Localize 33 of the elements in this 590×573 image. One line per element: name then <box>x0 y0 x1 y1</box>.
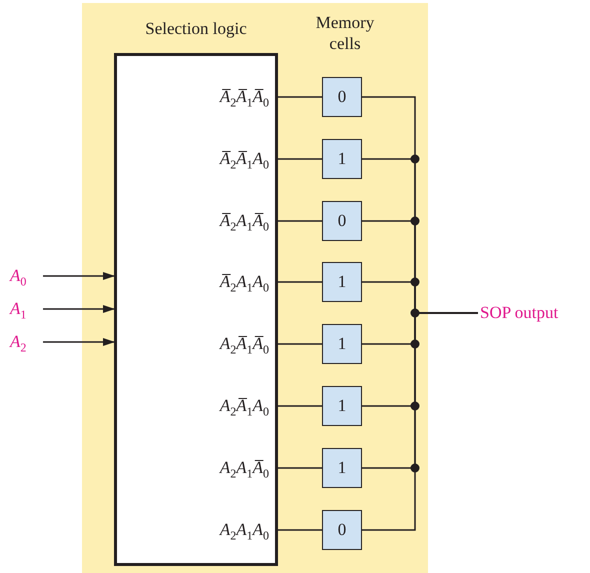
memory-cell: 0 <box>322 201 362 241</box>
connector-line <box>278 405 322 407</box>
input-label: A$_{1}$ <box>10 298 40 320</box>
connector-line <box>278 158 322 160</box>
block-heading: Selection logic <box>144 19 248 39</box>
product-term: A$_{2}$A$_{1}$A$_{0}$ <box>120 518 278 542</box>
connector-line <box>278 529 322 531</box>
connector-line <box>278 343 322 345</box>
output-label: SOP output <box>480 302 590 324</box>
connector-line <box>278 96 322 98</box>
product-term: A$_{2}$A̅$_{1}$A$_{0}$ <box>120 394 278 418</box>
connector-line <box>278 281 322 283</box>
memory-cell: 1 <box>322 386 362 426</box>
product-term: A$_{2}$A$_{1}$A̅$_{0}$ <box>120 456 278 480</box>
memory-cell: 0 <box>322 510 362 550</box>
memory-cell: 1 <box>322 139 362 179</box>
product-term: A$_{2}$A̅$_{1}$A̅$_{0}$ <box>120 332 278 356</box>
arrow <box>43 272 115 280</box>
memory-cell: 1 <box>322 262 362 302</box>
product-term: A̅$_{2}$A$_{1}$A̅$_{0}$ <box>120 209 278 233</box>
connector-line <box>278 467 322 469</box>
connector-line <box>278 220 322 222</box>
memory-cell: 0 <box>322 77 362 117</box>
input-label: A$_{0}$ <box>10 265 40 287</box>
product-term: A̅$_{2}$A$_{1}$A$_{0}$ <box>120 270 278 294</box>
arrow <box>43 338 115 346</box>
memory-cell: 1 <box>322 324 362 364</box>
product-term: A̅$_{2}$A̅$_{1}$A$_{0}$ <box>120 147 278 171</box>
product-term: A̅$_{2}$A̅$_{1}$A̅$_{0}$ <box>120 85 278 109</box>
memory-cell: 1 <box>322 448 362 488</box>
arrow <box>43 305 115 313</box>
column-heading: Memory cells <box>314 12 376 54</box>
input-label: A$_{2}$ <box>10 331 40 353</box>
